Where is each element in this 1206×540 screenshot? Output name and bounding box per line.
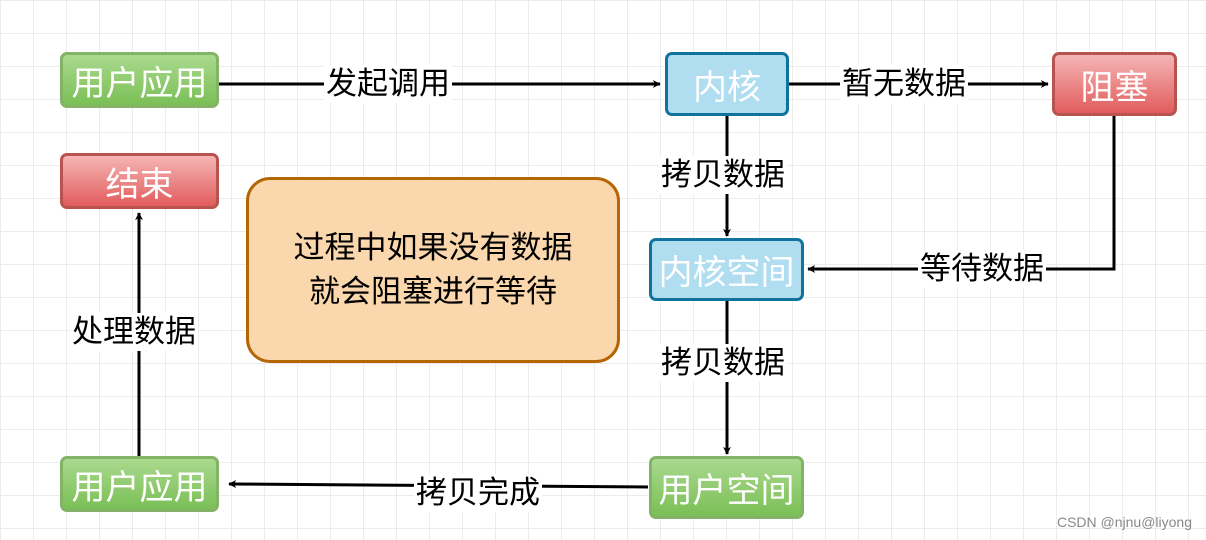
node-kernel: 内核: [665, 52, 789, 116]
note-box: 过程中如果没有数据 就会阻塞进行等待: [246, 177, 620, 363]
node-app-start: 用户应用: [60, 52, 219, 108]
node-end: 结束: [60, 153, 219, 209]
node-user-space: 用户空间: [649, 456, 804, 519]
label-copy-done: 拷贝完成: [414, 474, 542, 512]
label-initiate-call: 发起调用: [324, 65, 452, 103]
label-copy-data-1: 拷贝数据: [659, 156, 787, 194]
node-blocked: 阻塞: [1052, 52, 1177, 116]
label-copy-data-2: 拷贝数据: [659, 344, 787, 382]
label-wait-data: 等待数据: [918, 250, 1046, 288]
label-process-data: 处理数据: [70, 313, 198, 351]
edge-wait-data: [807, 116, 1116, 273]
note-line-1: 过程中如果没有数据: [293, 230, 573, 266]
node-kernel-space: 内核空间: [649, 238, 804, 301]
note-line-2: 就会阻塞进行等待: [309, 274, 557, 310]
node-app-end: 用户应用: [60, 456, 219, 512]
label-no-data: 暂无数据: [840, 65, 968, 103]
watermark: CSDN @njnu@liyong: [1056, 514, 1192, 530]
